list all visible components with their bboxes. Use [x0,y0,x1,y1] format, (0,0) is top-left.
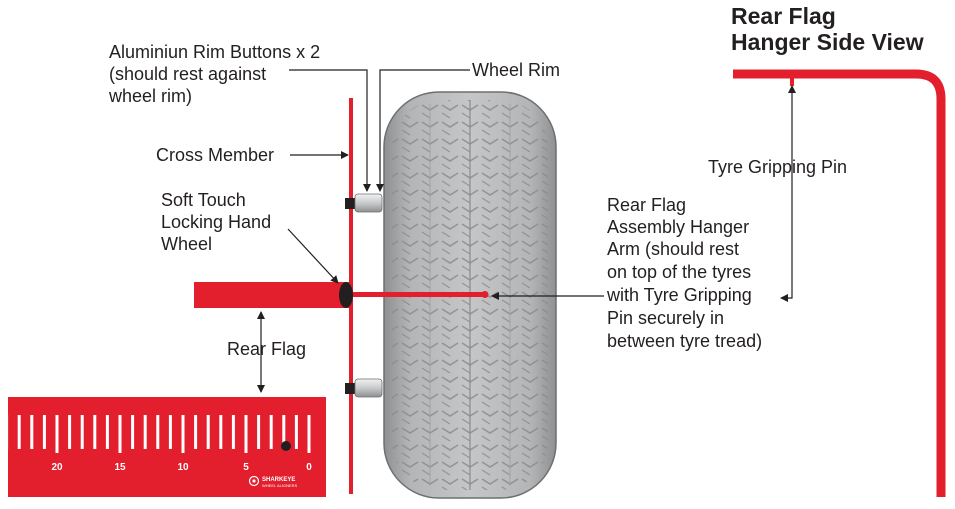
label-tyre-pin: Tyre Gripping Pin [708,157,847,177]
scale-tick [5,415,9,449]
scale-tick [131,415,135,449]
scale-tick [68,415,72,449]
scale-tick [143,415,147,449]
label-rim-buttons-2: (should rest against [109,64,266,84]
leader-hand-wheel [287,228,339,284]
label-wheel-rim: Wheel Rim [472,60,560,80]
label-hanger-arm-4: on top of the tyres [607,262,751,282]
scale-number-0: 0 [306,462,312,473]
scale-ticks [5,415,311,453]
hanger-arm [352,292,487,297]
scale-tick [219,415,223,449]
logo-subtext: WHEEL ALIGNERS [262,483,298,488]
label-cross-member: Cross Member [156,145,274,165]
scale-tick [93,415,97,449]
rim-button-bottom [345,378,383,398]
label-rim-buttons-1: Aluminiun Rim Buttons x 2 [109,42,320,62]
rear-flag-scale: 20 15 10 5 0 SHARKEYE WHEEL ALIGNERS [5,397,326,497]
scale-tick [244,415,248,453]
title-line-1: Rear Flag [731,3,836,29]
scale-tick [307,415,311,453]
scale-dot [281,441,291,451]
label-hand-wheel-3: Wheel [161,234,212,254]
scale-tick [55,415,59,453]
scale-tick [17,415,21,449]
scale-tick [194,415,198,449]
label-hanger-arm-2: Assembly Hanger [607,217,749,237]
scale-number-15: 15 [114,462,126,473]
leader-rim-buttons [289,69,371,192]
label-hand-wheel-2: Locking Hand [161,212,271,232]
label-rear-flag: Rear Flag [227,339,306,359]
leader-lines [257,69,796,393]
locking-hand-wheel [339,282,353,308]
scale-tick [156,415,160,449]
scale-tick [118,415,122,453]
title-line-2: Hanger Side View [731,29,924,55]
label-rim-buttons-3: wheel rim) [108,86,192,106]
scale-tick [282,415,286,449]
label-hanger-arm-6: Pin securely in [607,308,724,328]
label-hanger-arm-7: between tyre tread) [607,331,762,351]
scale-tick [105,415,109,449]
scale-number-5: 5 [243,462,249,473]
scale-tick [206,415,210,449]
scale-tick [269,415,273,449]
side-view-gripping-pin [790,78,794,86]
rear-flag-bar [194,282,350,308]
scale-tick [42,415,46,449]
sharkeye-logo: SHARKEYE WHEEL ALIGNERS [248,475,298,488]
scale-number-10: 10 [177,462,189,473]
logo-text: SHARKEYE [262,477,295,483]
leader-wheel-rim [376,69,470,192]
hanger-side-view [733,69,946,497]
scale-tick [168,415,172,449]
rim-button-top [345,193,383,213]
tyre-gripping-pin-dot [481,291,489,298]
leader-tyre-pin [780,85,796,302]
label-hanger-arm-1: Rear Flag [607,195,686,215]
scale-tick [257,415,261,449]
scale-tick [231,415,235,449]
label-hanger-arm-3: Arm (should rest [607,239,739,259]
scale-tick [181,415,185,453]
label-hanger-arm-5: with Tyre Gripping [606,285,752,305]
scale-tick [294,415,298,449]
scale-tick [30,415,34,449]
scale-number-20: 20 [51,462,63,473]
label-hand-wheel-1: Soft Touch [161,190,246,210]
scale-tick [80,415,84,449]
